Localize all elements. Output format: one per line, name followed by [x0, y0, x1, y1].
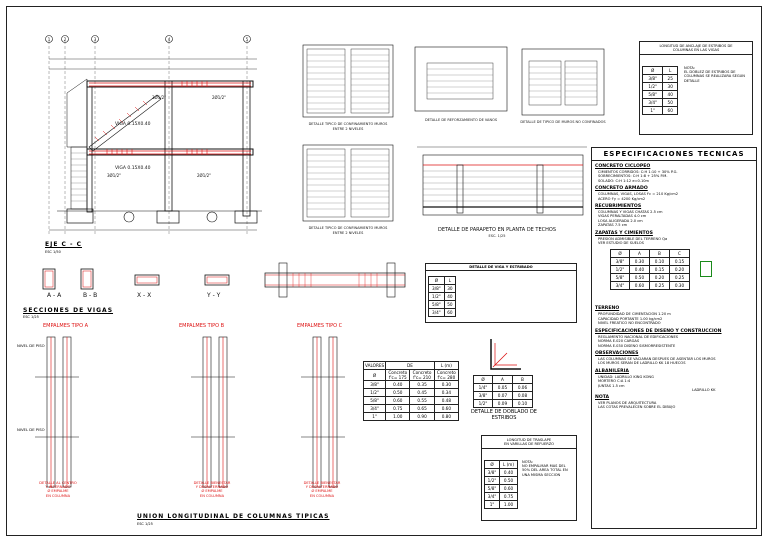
detail-caption: ENTRE 2 NIVELES — [333, 231, 364, 235]
spec-section: RECUBRIMIENTOS COLUMNAS Y VIGAS CHATAS 2… — [595, 204, 663, 228]
axis-label: 1 — [48, 37, 51, 42]
spec-section: CONCRETO ARMADO COLUMNAS, VIGAS, LOSAS f… — [595, 186, 679, 201]
splice-type-label: EMPALMES TIPO B — [179, 323, 225, 329]
specs-box: ESPECIFICACIONES TECNICAS CONCRETO CICLO… — [591, 147, 757, 529]
rebar-note: 2Ø1/2" — [197, 173, 211, 178]
spec-section: CONCRETO CICLOPEO CIMIENTOS CORRIDOS: C:… — [595, 164, 678, 183]
elevation-title: EJE C - C — [45, 241, 82, 248]
section-label: A - A — [47, 292, 62, 299]
spec-section: OBSERVACIONES LAS COLUMNAS SE VACIARAN D… — [595, 350, 716, 366]
detail-caption: DETALLE TIPICO DE CONFINAMIENTO MUROS — [309, 226, 389, 230]
sections-title: SECCIONES DE VIGAS — [23, 307, 114, 314]
rebar-note: 3Ø1/2" — [152, 95, 166, 100]
section-label: X - X — [137, 292, 151, 299]
wall-details — [302, 44, 605, 222]
beam-label: VIGA 0.15X0.40 — [115, 165, 151, 171]
axis-label: 4 — [168, 37, 171, 42]
parapeto-title: DETALLE DE PARAPETO EN PLANTA DE TECHOS — [438, 227, 556, 233]
sections-scale: ESC 1/25 — [23, 315, 39, 319]
detail-caption: DETALLE DE TIPICO DE MUROS NO CONFINADOS — [520, 120, 606, 124]
parapeto-scale: ESC. 1/25 — [489, 234, 506, 238]
rebar-note: 3Ø1/2" — [107, 173, 121, 178]
elevation-drawing: 1 2 3 4 5 — [45, 35, 262, 235]
axis-bubbles: 1 2 3 4 5 — [45, 35, 251, 43]
anchor-note: NOTA: EL DOBLEZ DE ESTRIBOS DE COLUMNAS … — [684, 66, 745, 83]
axis-label: 5 — [246, 37, 249, 42]
drawing-canvas: 1 2 3 4 5 — [35, 35, 744, 488]
beam-label: VIGA 0.15X0.40 — [115, 121, 151, 127]
brick-hatch — [307, 54, 597, 210]
detail-caption: DETALLE TIPICO DE CONFINAMIENTO MUROS — [309, 122, 389, 126]
rebar-note: 2Ø1/2" — [212, 95, 226, 100]
axis-label: 2 — [64, 37, 67, 42]
splices-scale: ESC 1/25 — [137, 522, 153, 526]
elevation-scale: ESC 1/50 — [45, 250, 61, 254]
level-label: NIVEL DE PISO — [17, 427, 45, 432]
spec-section: TERRENO PROFUNDIDAD DE CIMENTACION 1.20 … — [595, 306, 671, 326]
specs-title: ESPECIFICACIONES TECNICAS — [592, 148, 756, 161]
beam-detail-title: DETALLE DE VIGA Y ESTRIBADO — [426, 264, 576, 272]
splice-drawings — [35, 336, 345, 488]
beam-sections — [42, 262, 406, 298]
brick-caption: LADRILLO KK — [692, 387, 716, 392]
axis-label: 3 — [94, 37, 97, 42]
detail-caption: DETALLE DE REFORZAMIENTO DE VANOS — [425, 118, 498, 122]
detail-caption: ENTRE 2 NIVELES — [333, 127, 364, 131]
spec-section: ESPECIFICACIONES DE DISENO Y CONSTRUCCIO… — [595, 328, 722, 348]
drawing-sheet: 1 2 3 4 5 — [6, 6, 762, 536]
splices-title: UNION LONGITUDINAL DE COLUMNAS TIPICAS — [137, 513, 330, 520]
section-label: Y - Y — [206, 292, 221, 299]
overlap-note: NOTA: NO EMPALMAR MAS DEL 50% DEL AREA T… — [522, 460, 568, 477]
spec-section: ZAPATAS Y CIMIENTOS PRESION ADMISIBLE DE… — [595, 230, 668, 246]
level-label: NIVEL DE PISO — [17, 343, 45, 348]
hook-icon — [700, 261, 712, 278]
splice-type-label: EMPALMES TIPO C — [297, 323, 343, 329]
splice-type-label: EMPALMES TIPO A — [43, 323, 89, 329]
stirrup-detail — [490, 339, 521, 370]
section-label: B - B — [83, 292, 97, 299]
